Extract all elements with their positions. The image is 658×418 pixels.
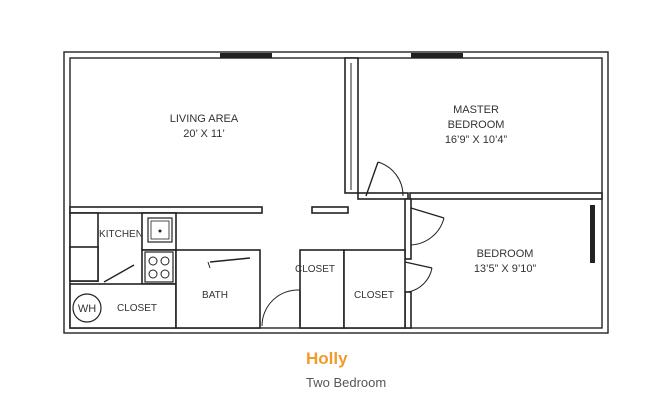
window-living <box>220 53 272 58</box>
master-bedroom-label-1: MASTER <box>453 104 499 116</box>
closet-bedroom-label: CLOSET <box>354 290 394 301</box>
closet-hall-label: CLOSET <box>295 264 335 275</box>
living-area-label: LIVING AREA <box>170 113 239 125</box>
living-area-size: 20’ X 11’ <box>183 128 225 140</box>
bedroom-size: 13’5” X 9’10” <box>474 263 537 275</box>
interior-walls <box>69 57 603 329</box>
kitchen-stove <box>144 251 174 283</box>
bath-label: BATH <box>202 290 228 301</box>
plan-title: Holly <box>306 349 348 368</box>
window-bedroom <box>590 205 595 263</box>
water-heater-label: WH <box>78 303 96 315</box>
closet-wh-label: CLOSET <box>117 303 157 314</box>
water-heater: WH <box>72 293 102 323</box>
window-master <box>411 53 463 58</box>
plan-subtitle: Two Bedroom <box>306 375 387 390</box>
bedroom-label: BEDROOM <box>477 248 534 260</box>
master-bedroom-size: 16’9” X 10’4” <box>445 134 508 146</box>
kitchen-sink <box>147 217 173 243</box>
doors <box>103 161 445 327</box>
kitchen-label: KITCHEN <box>99 229 143 240</box>
master-bedroom-label-2: BEDROOM <box>448 119 505 131</box>
